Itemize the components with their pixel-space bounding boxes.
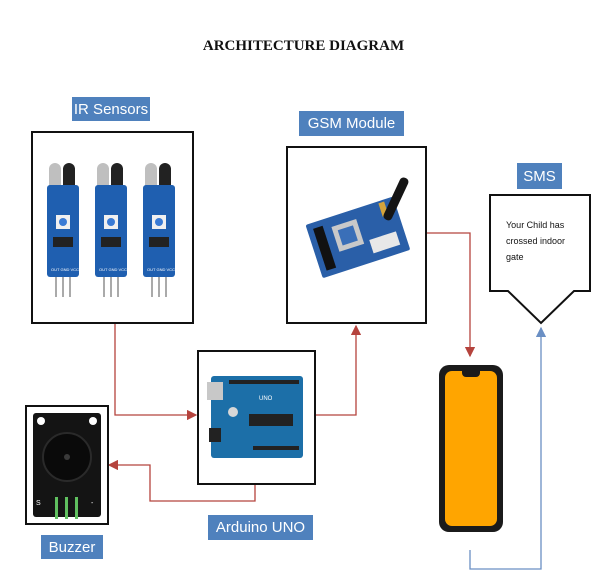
diagram-title: ARCHITECTURE DIAGRAM <box>202 38 405 54</box>
gsm-module-box <box>286 146 427 324</box>
ir-sensor-module: OUT GND VCC <box>47 163 79 297</box>
mobile-phone <box>439 365 503 532</box>
arduino-uno-image: UNO <box>207 376 303 458</box>
gsm-module-label: GSM Module <box>299 111 404 136</box>
svg-text:OUT GND VCC: OUT GND VCC <box>51 267 79 272</box>
wire-phone-to-sms <box>469 326 547 570</box>
sms-message-line: Your Child has <box>506 220 565 230</box>
ir-sensors-box: OUT GND VCC OUT GND VCC OUT GND VCC <box>31 131 194 324</box>
svg-text:OUT GND VCC: OUT GND VCC <box>147 267 175 272</box>
ir-sensors-label: IR Sensors <box>72 97 150 121</box>
buzzer-label: Buzzer <box>41 535 103 559</box>
arduino-uno-label: Arduino UNO <box>208 515 313 540</box>
gsm-module-image <box>306 177 410 278</box>
ir-sensor-module: OUT GND VCC <box>95 163 127 297</box>
wire-ir-to-arduino <box>114 323 198 421</box>
buzzer-box: S - <box>25 405 109 525</box>
wire-arduino-to-gsm <box>316 324 362 416</box>
sms-label: SMS <box>517 163 562 189</box>
wire-gsm-to-phone <box>427 232 476 358</box>
svg-text:-: - <box>91 500 94 507</box>
phone-screen <box>445 371 497 526</box>
wire-arduino-to-buzzer <box>107 459 256 502</box>
arduino-uno-box: UNO <box>197 350 316 485</box>
svg-text:OUT GND VCC: OUT GND VCC <box>99 267 127 272</box>
buzzer-module-image: S - <box>33 413 101 519</box>
svg-text:UNO: UNO <box>259 396 273 402</box>
sms-message: Your Child has crossed indoor gate <box>506 217 588 265</box>
sms-message-line: gate <box>506 252 524 262</box>
svg-text:S: S <box>36 500 41 507</box>
sms-callout <box>489 194 591 325</box>
ir-sensor-module: OUT GND VCC <box>143 163 175 297</box>
sms-message-line: crossed indoor <box>506 236 566 246</box>
phone-notch <box>462 371 480 377</box>
ir-sensor-modules-image: OUT GND VCC OUT GND VCC OUT GND VCC <box>47 163 175 297</box>
